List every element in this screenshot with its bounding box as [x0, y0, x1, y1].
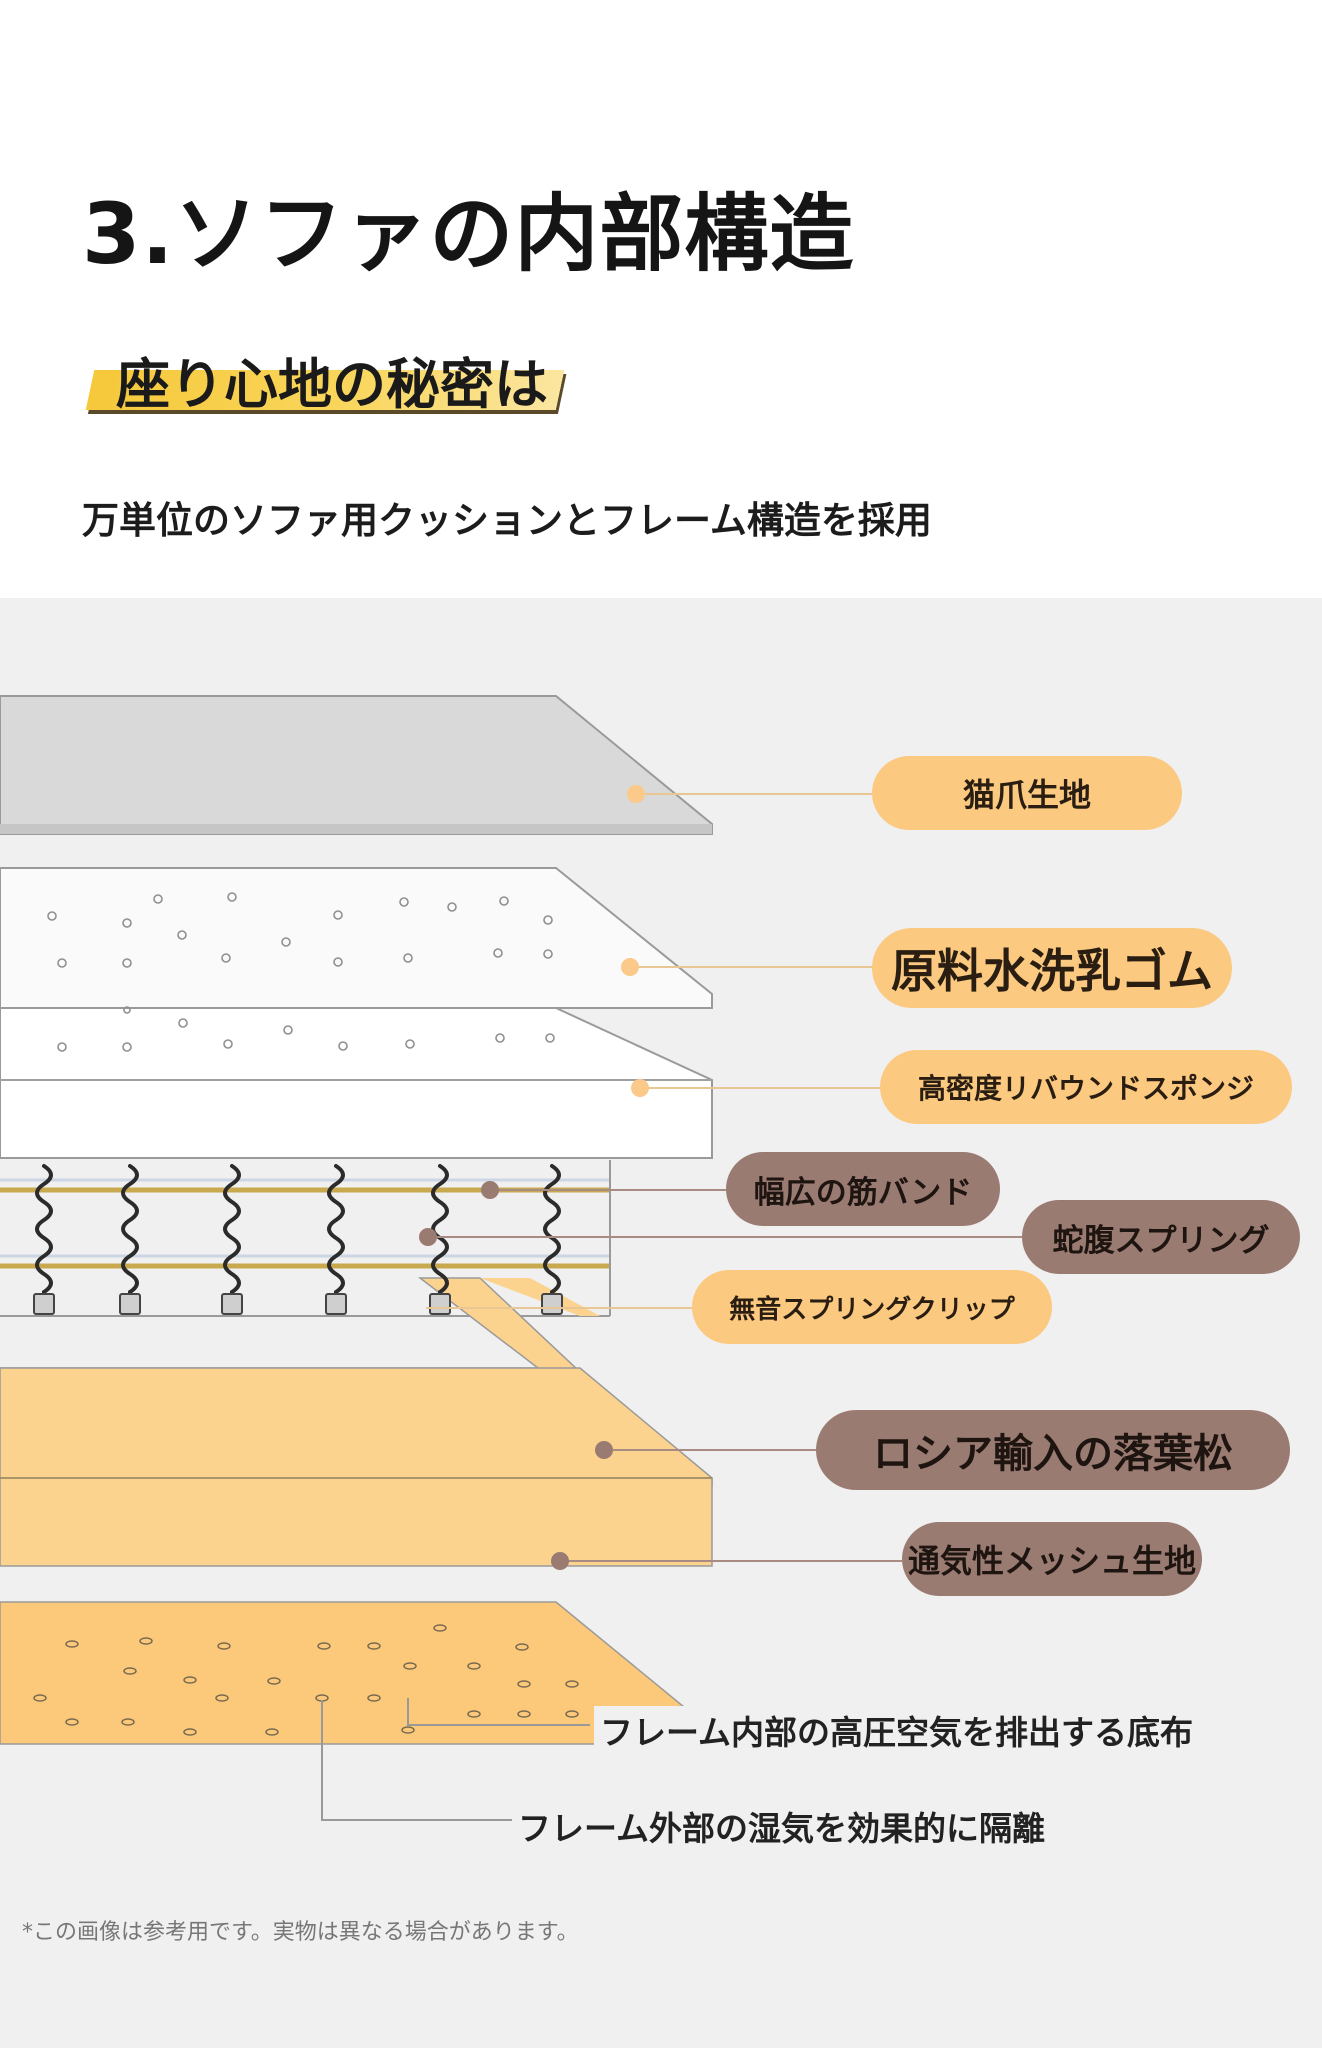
- label-mesh: 通気性メッシュ生地: [902, 1522, 1202, 1596]
- page-title: 3.ソファの内部構造: [82, 185, 855, 283]
- footnote: *この画像は参考用です。実物は異なる場合があります。: [22, 1920, 579, 1945]
- leader-lines: [426, 793, 880, 1309]
- sponge-layer: [0, 1006, 713, 1159]
- spring-frame: [0, 1160, 611, 1317]
- subtitle: 万単位のソファ用クッションとフレーム構造を採用: [82, 499, 932, 542]
- leader-lines-grey: [321, 1698, 590, 1821]
- larch-board: [0, 1367, 713, 1567]
- label-band: 幅広の筋バンド: [726, 1152, 1000, 1226]
- label-base-cloth: フレーム内部の高圧空気を排出する底布: [594, 1706, 1200, 1754]
- label-latex: 原料水洗乳ゴム: [872, 928, 1232, 1008]
- mesh-holes: [33, 1624, 579, 1736]
- highlight-banner: 座り心地の秘密は: [82, 340, 582, 420]
- leader-dots: [419, 785, 649, 1570]
- wood-frame-connector: [0, 1277, 600, 1377]
- highlight-text: 座り心地の秘密は: [116, 353, 548, 416]
- label-sponge: 高密度リバウンドスポンジ: [880, 1050, 1292, 1124]
- layer-illustration: [0, 695, 1022, 1821]
- label-larch: ロシア輸入の落葉松: [816, 1410, 1290, 1490]
- fabric-layer: [0, 695, 713, 835]
- latex-holes: [47, 892, 553, 968]
- latex-layer: [0, 867, 713, 1009]
- sofa-structure-diagram: 猫爪生地 原料水洗乳ゴム 高密度リバウンドスポンジ 幅広の筋バンド 蛇腹スプリン…: [0, 598, 1322, 2048]
- leader-lines-dark: [428, 1189, 1022, 1562]
- label-cat-scratch-fabric: 猫爪生地: [872, 756, 1182, 830]
- label-moisture: フレーム外部の湿気を効果的に隔離: [512, 1802, 1052, 1850]
- label-serpentine-spring: 蛇腹スプリング: [1022, 1200, 1300, 1274]
- mesh-layer: [0, 1601, 713, 1745]
- sponge-holes: [57, 1006, 555, 1052]
- label-clip: 無音スプリングクリップ: [692, 1270, 1052, 1344]
